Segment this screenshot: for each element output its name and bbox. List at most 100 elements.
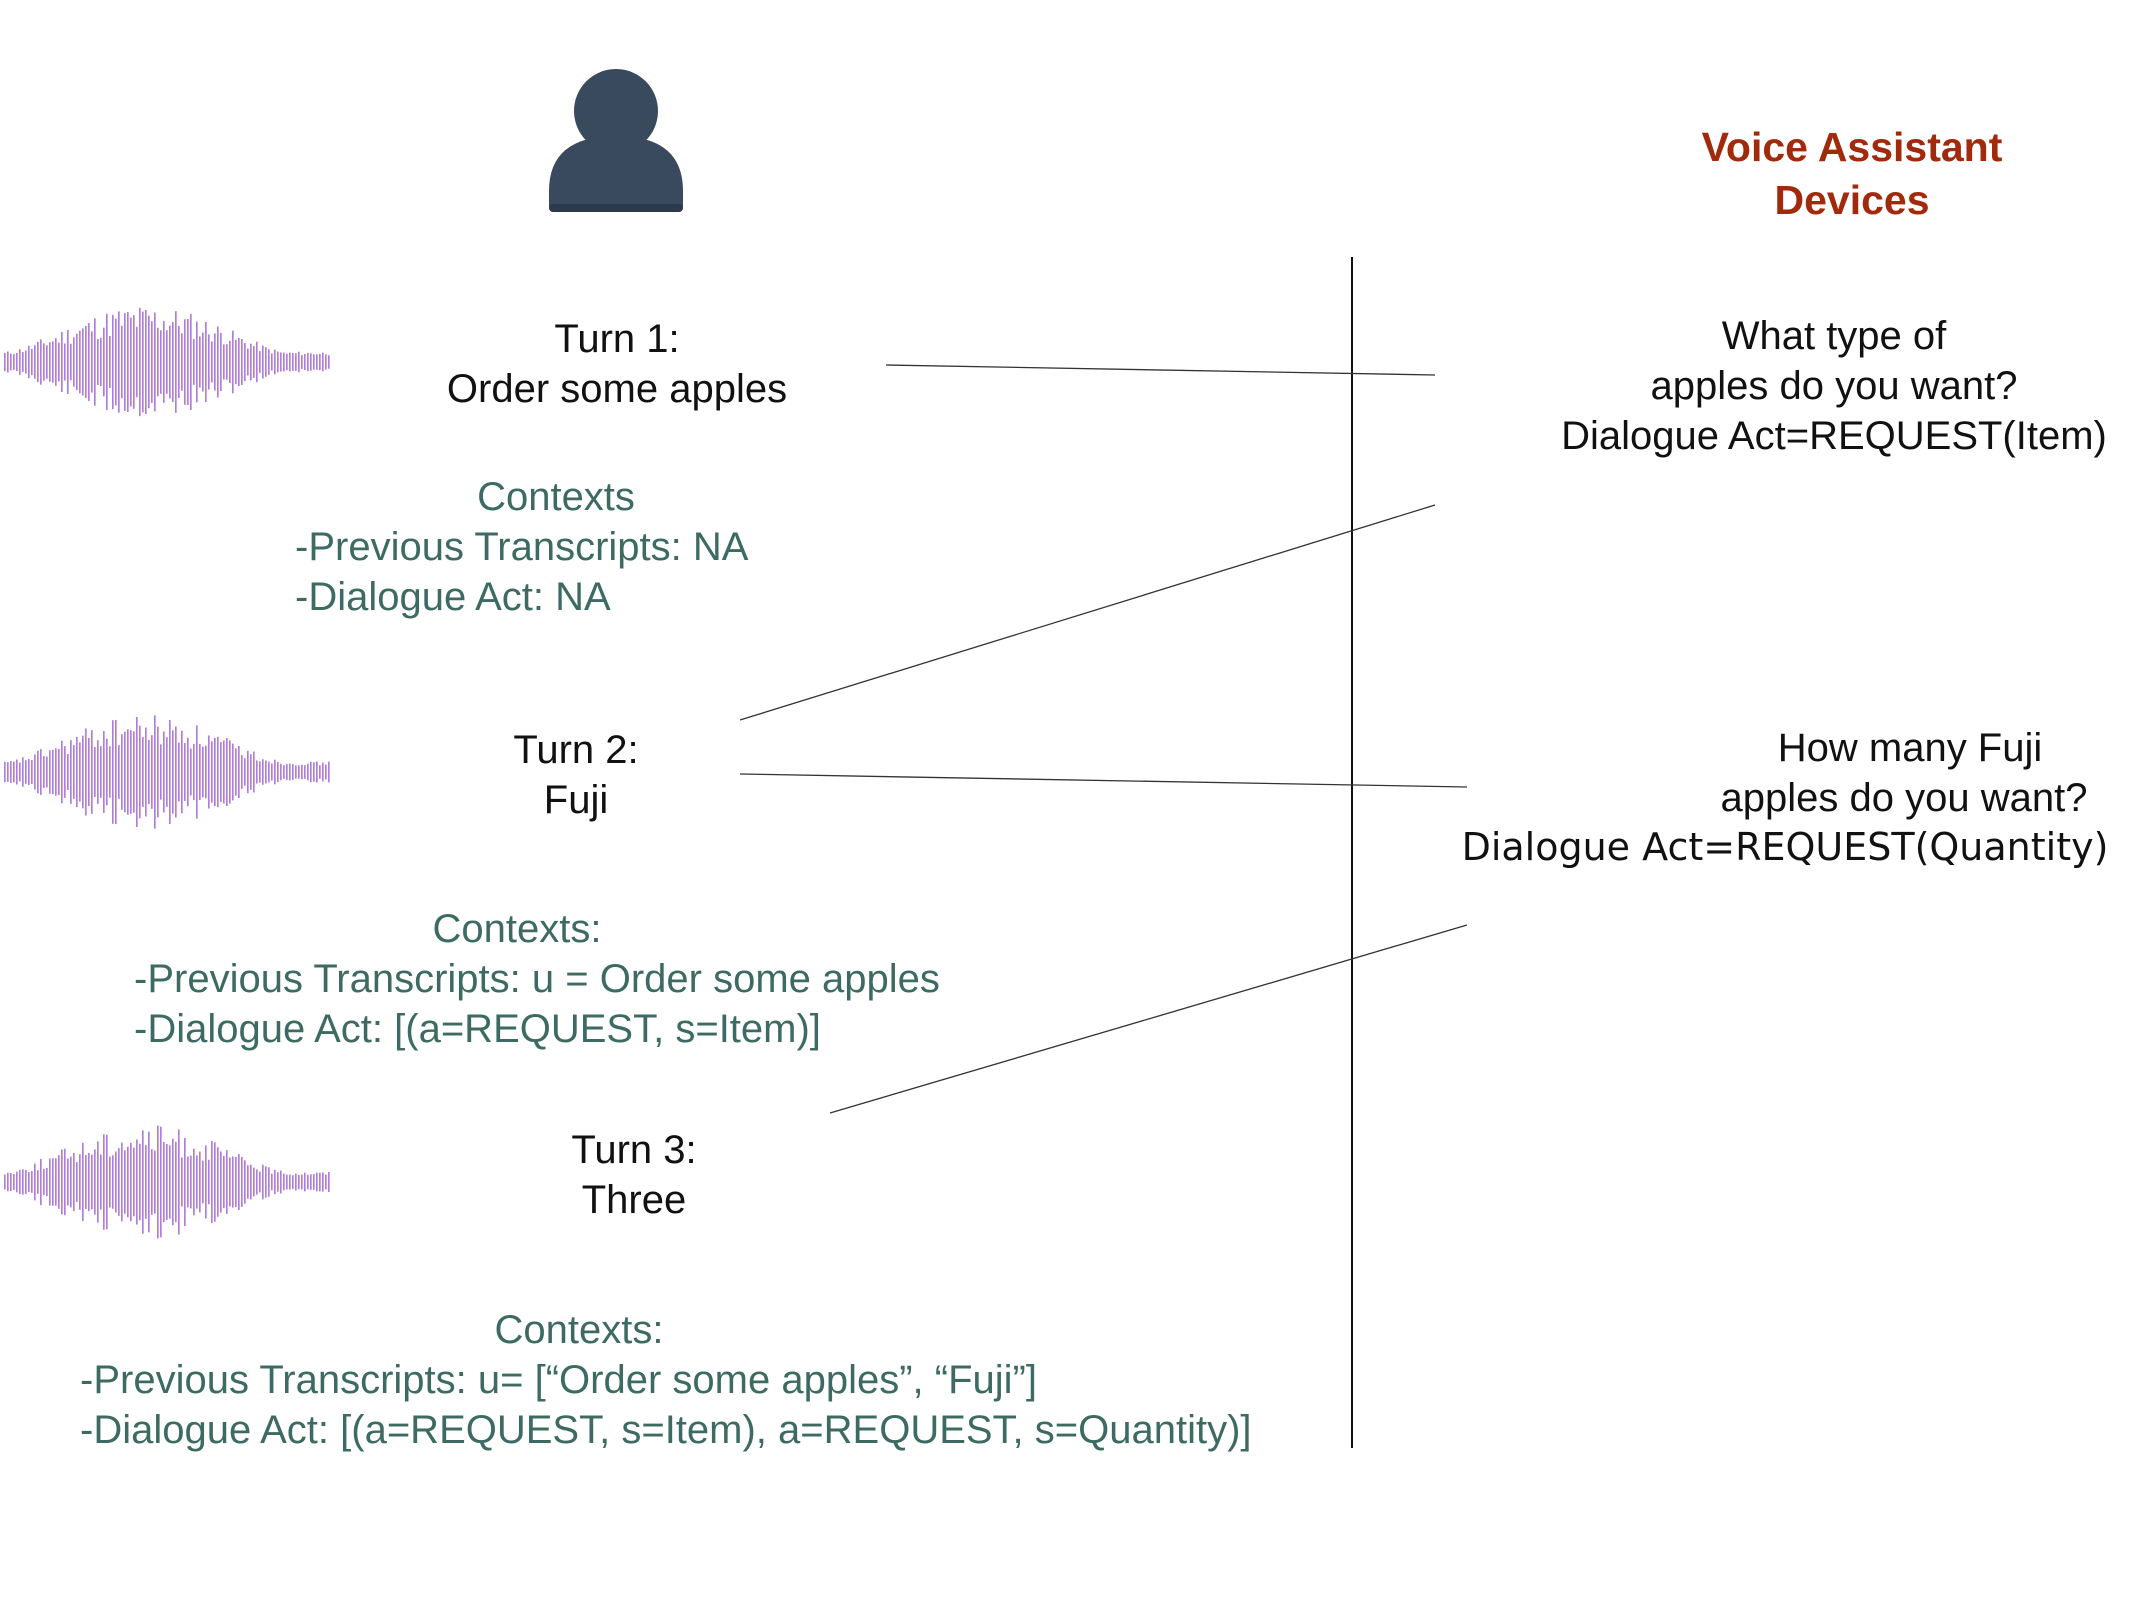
waveform-bar	[169, 325, 171, 399]
waveform-bar	[127, 729, 129, 815]
waveform-bar	[25, 1169, 27, 1195]
waveform-bar	[100, 746, 102, 798]
waveform-bar	[322, 1172, 324, 1192]
waveform-bar	[136, 716, 138, 828]
waveform-bar	[235, 339, 237, 385]
waveform-bar	[124, 1150, 126, 1214]
waveform-bar	[130, 730, 132, 814]
waveform-bar	[118, 311, 120, 413]
waveform-bar	[7, 1172, 9, 1192]
waveform-bar	[319, 1172, 321, 1192]
waveform-bar	[271, 763, 273, 781]
waveform-bar	[124, 731, 126, 813]
waveform-bar	[121, 1142, 123, 1222]
waveform-bar	[85, 326, 87, 398]
waveform-bar	[283, 765, 285, 779]
waveform-bar	[187, 318, 189, 406]
waveform-bar	[106, 1134, 108, 1230]
waveform-bar	[79, 330, 81, 394]
waveform-bar	[142, 1130, 144, 1234]
waveform-bar	[55, 1158, 57, 1206]
waveform-bar	[73, 745, 75, 799]
waveform-bar	[280, 352, 282, 372]
waveform-bar	[322, 762, 324, 782]
waveform-bar	[277, 351, 279, 373]
waveform-bar	[97, 1141, 99, 1223]
waveform-bar	[298, 1174, 300, 1190]
waveform-bar	[7, 762, 9, 782]
audio-waveform-icon	[4, 715, 330, 829]
waveform-bar	[103, 327, 105, 397]
waveform-bar	[187, 737, 189, 807]
waveform-bar	[115, 318, 117, 406]
turn-2-label: Turn 2:	[513, 728, 639, 772]
waveform-bar	[292, 1175, 294, 1189]
waveform-bar	[292, 764, 294, 780]
waveform-bar	[124, 313, 126, 411]
waveform-bar	[112, 1155, 114, 1209]
waveform-bar	[64, 343, 66, 381]
waveform-bar	[121, 734, 123, 810]
waveform-bar	[22, 757, 24, 787]
waveform-bar	[55, 748, 57, 796]
waveform-bar	[139, 725, 141, 819]
waveform-bar	[4, 352, 6, 372]
response-1-dialogue-act: Dialogue Act=REQUEST(Item)	[1561, 414, 2107, 458]
waveform-bar	[265, 760, 267, 784]
waveform-bar	[238, 1154, 240, 1210]
waveform-bar	[280, 763, 282, 781]
waveform-bar	[49, 750, 51, 794]
waveform-bar	[31, 1171, 33, 1193]
waveform-bar	[286, 1174, 288, 1190]
waveform-bar	[247, 750, 249, 794]
waveform-bar	[316, 1172, 318, 1192]
waveform-bar	[217, 1147, 219, 1217]
waveform-bar	[301, 355, 303, 369]
waveform-bar	[79, 742, 81, 802]
waveform-bar	[244, 1160, 246, 1204]
waveform-bar	[205, 1145, 207, 1219]
waveform-bar	[115, 719, 117, 825]
waveform-bar	[250, 1164, 252, 1200]
waveform-bar	[229, 740, 231, 804]
waveform-bar	[109, 1156, 111, 1208]
waveform-bar	[328, 1171, 330, 1193]
waveform-bar	[316, 354, 318, 370]
waveform-bar	[43, 756, 45, 788]
waveform-bar	[31, 760, 33, 784]
waveform-bar	[136, 326, 138, 398]
waveform-bar	[13, 354, 15, 370]
waveform-bar	[304, 765, 306, 779]
waveform-bar	[259, 761, 261, 783]
waveform-bar	[112, 314, 114, 410]
waveform-bar	[289, 352, 291, 372]
waveform-bar	[226, 344, 228, 380]
waveform-bar	[310, 353, 312, 371]
turn-2-contexts-heading: Contexts:	[432, 907, 602, 951]
waveform-bar	[262, 345, 264, 379]
waveform-bar	[142, 311, 144, 413]
waveform-bar	[160, 1126, 162, 1238]
waveform-bar	[106, 313, 108, 411]
waveform-bar	[127, 312, 129, 412]
waveform-bar	[181, 1157, 183, 1207]
waveform-bar	[199, 336, 201, 388]
waveform-bar	[205, 321, 207, 403]
turn-3-label: Turn 3:	[571, 1128, 697, 1172]
waveform-bar	[148, 1131, 150, 1233]
waveform-bar	[253, 751, 255, 793]
waveform-bar	[70, 343, 72, 381]
waveform-bar	[43, 343, 45, 381]
waveform-bar	[55, 338, 57, 386]
waveform-bar	[250, 754, 252, 790]
waveform-bar	[295, 765, 297, 779]
waveform-bar	[46, 1167, 48, 1197]
waveform-bar	[88, 323, 90, 401]
response-2-dialogue-act: Dialogue Act=REQUEST(Quantity)	[1461, 825, 2109, 869]
waveform-bar	[166, 1144, 168, 1220]
waveform-bar	[175, 726, 177, 818]
waveform-bar	[259, 351, 261, 373]
waveform-bar	[58, 748, 60, 796]
response-2-line1: How many Fuji	[1777, 726, 2043, 770]
waveform-bar	[145, 309, 147, 415]
